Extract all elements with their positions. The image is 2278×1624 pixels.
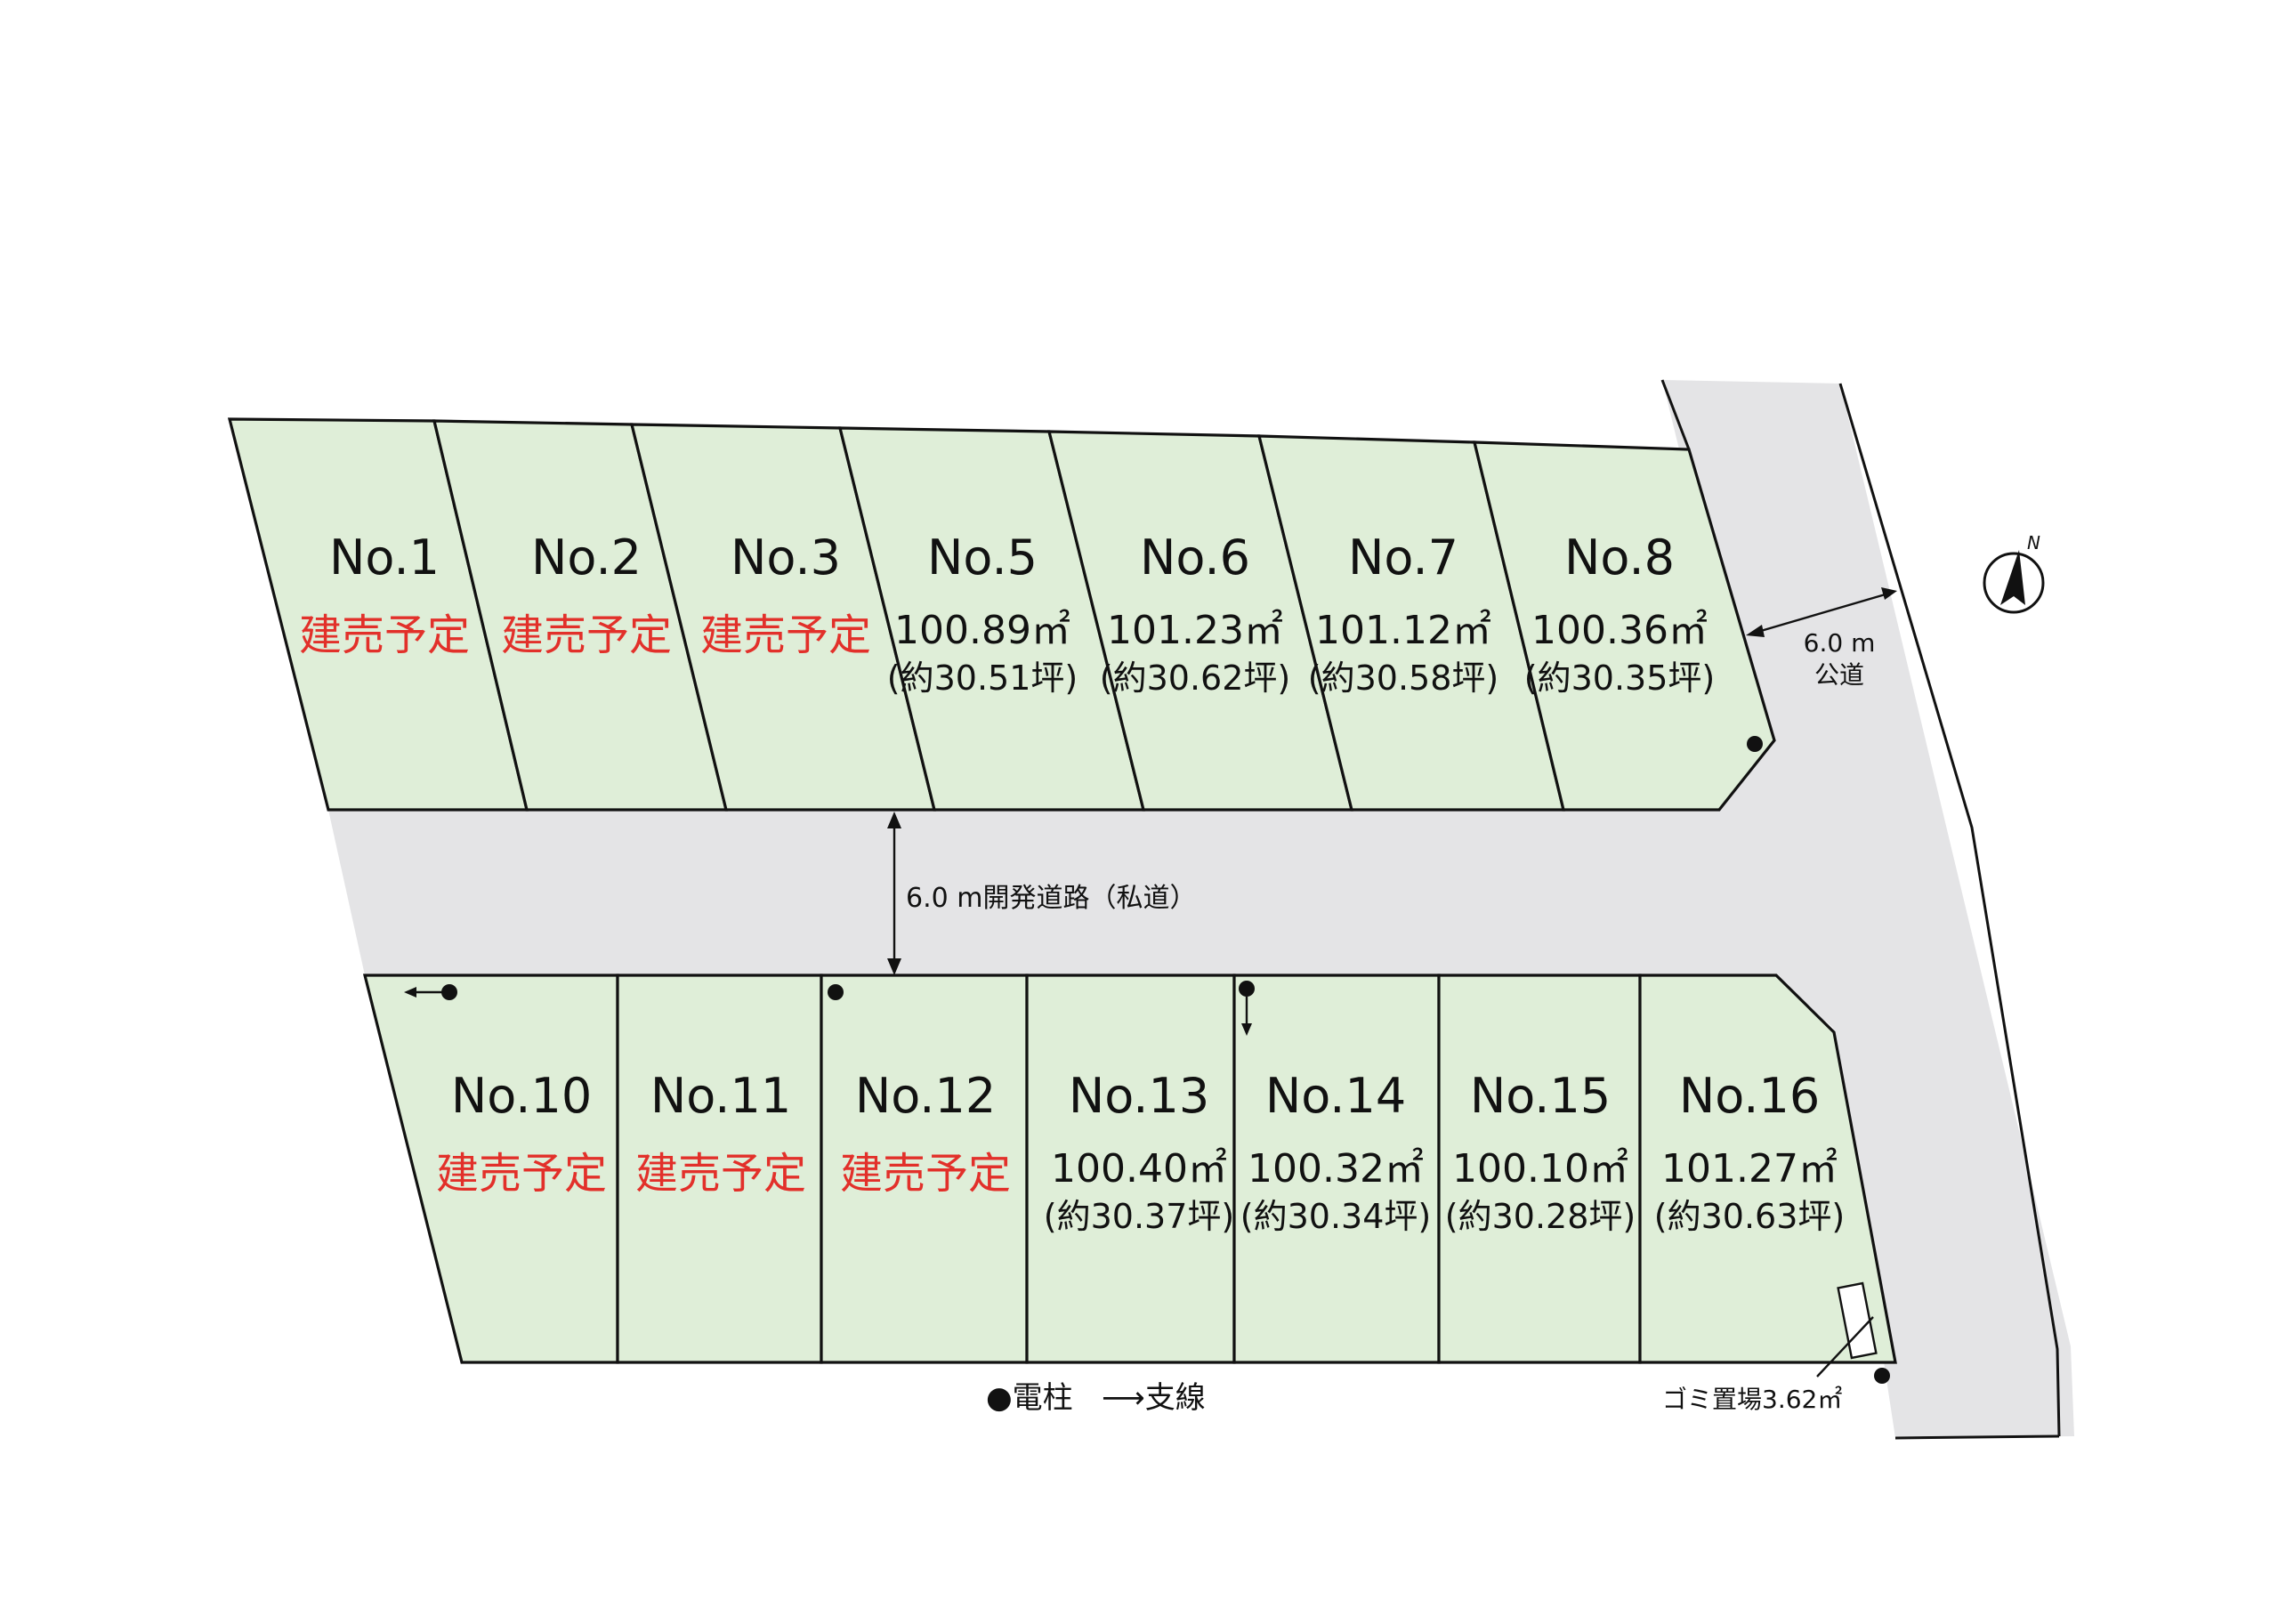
compass-label: N (2027, 532, 2040, 553)
lot-status-1: 建売予定 (299, 610, 470, 660)
lot-status-10: 建売予定 (436, 1149, 607, 1199)
public-road-label: 公道 (1814, 660, 1864, 690)
public-road-east-edge (1838, 383, 2061, 1437)
lot-number-13: No.13 (1069, 1068, 1209, 1124)
lot-area-16: 101.27㎡ (1661, 1146, 1838, 1192)
lot-status-11: 建売予定 (635, 1149, 806, 1199)
lot-number-3: No.3 (731, 529, 841, 586)
legend-guy-wire: ⟶支線 (1102, 1380, 1206, 1416)
private-road (328, 810, 1717, 975)
lot-number-15: No.15 (1470, 1068, 1611, 1124)
lot-8[interactable] (1472, 440, 1776, 812)
lot-area-7: 101.12㎡ (1315, 608, 1491, 653)
lot-status-2: 建売予定 (501, 610, 672, 660)
north-arrow-icon: N (1983, 532, 2045, 614)
lot-labels: No.1 建売予定 No.2 建売予定 No.3 建売予定 No.5 100.89㎡ (約30.… (299, 529, 1845, 1236)
public-road-arrow-west (1746, 625, 1765, 637)
lot-number-12: No.12 (855, 1068, 996, 1124)
lot-number-6: No.6 (1140, 529, 1250, 586)
lot-area-13: 100.40㎡ (1051, 1146, 1227, 1192)
public-road-west-edge-north (1660, 379, 1691, 450)
lot-number-14: No.14 (1265, 1068, 1406, 1124)
lot-tsubo-16: (約30.63坪) (1654, 1197, 1845, 1236)
private-road-arrow-bottom (887, 958, 901, 975)
lot-area-15: 100.10㎡ (1452, 1146, 1628, 1192)
garbage-leader-line (1816, 1316, 1874, 1378)
private-road-arrow-top (887, 812, 901, 828)
lot-tsubo-15: (約30.28坪) (1445, 1197, 1636, 1236)
pole-marker-corner (1874, 1368, 1890, 1384)
lot-number-5: No.5 (927, 529, 1038, 586)
lot-area-14: 100.32㎡ (1248, 1146, 1424, 1192)
lot-number-1: No.1 (329, 529, 440, 586)
lot-status-3: 建売予定 (700, 610, 871, 660)
pole-marker-lot10 (441, 984, 457, 1000)
lot-16[interactable] (1638, 974, 1897, 1364)
guy-wire-lot10-arrowhead (404, 987, 416, 998)
pole-marker-lot8 (1747, 736, 1763, 752)
private-road-label: 6.0 m開発道路（私道） (906, 883, 1196, 914)
lot-number-7: No.7 (1348, 529, 1458, 586)
lot-number-16: No.16 (1679, 1068, 1820, 1124)
guy-wire-lot14-arrowhead (1241, 1023, 1252, 1036)
lot-status-12: 建売予定 (840, 1149, 1011, 1199)
lot-area-6: 101.23㎡ (1107, 608, 1283, 653)
garbage-station (1837, 1281, 1878, 1360)
lot-tsubo-7: (約30.58坪) (1308, 658, 1498, 698)
lot-number-2: No.2 (531, 529, 642, 586)
public-road (1662, 380, 2074, 1438)
pole-marker-lot14 (1239, 981, 1255, 997)
public-road-arrow-east (1881, 587, 1897, 600)
lot-tsubo-6: (約30.62坪) (1100, 658, 1290, 698)
garbage-label: ゴミ置場3.62㎡ (1662, 1385, 1842, 1414)
pole-marker-lot12 (828, 984, 844, 1000)
public-road-width: 6.0 m (1804, 628, 1876, 658)
lot-number-10: No.10 (451, 1068, 592, 1124)
lot-number-11: No.11 (650, 1068, 791, 1124)
lot-tsubo-5: (約30.51坪) (887, 658, 1078, 698)
legend-pole: ●電柱 (986, 1380, 1073, 1416)
lot-number-8: No.8 (1564, 529, 1675, 586)
lot-area-8: 100.36㎡ (1531, 608, 1708, 653)
lot-tsubo-8: (約30.35坪) (1524, 658, 1715, 698)
public-road-south-edge (1894, 1434, 2060, 1440)
public-road-dimension-line (1754, 592, 1889, 634)
lot-tsubo-13: (約30.37坪) (1044, 1197, 1234, 1236)
lot-tsubo-14: (約30.34坪) (1240, 1197, 1431, 1236)
lot-area-5: 100.89㎡ (894, 608, 1070, 653)
